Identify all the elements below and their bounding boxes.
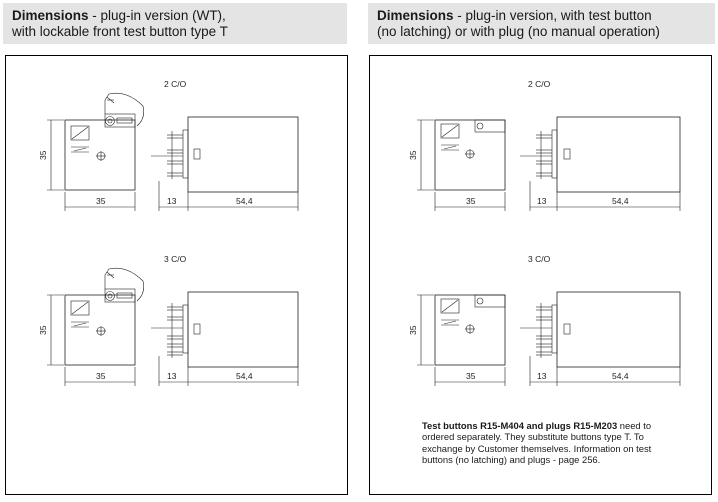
lock-lever-icon bbox=[104, 267, 145, 302]
side-view-body bbox=[556, 116, 681, 193]
side-view-body bbox=[187, 116, 299, 193]
dim-pin: 13 bbox=[167, 371, 177, 381]
ordering-note-rest: need to ordered separately. They substit… bbox=[422, 420, 652, 466]
diagram-3co-left: 3 C/O 35 35 13 bbox=[38, 254, 299, 386]
pins bbox=[520, 131, 552, 179]
header-left-line1: Dimensions - plug-in version (WT), bbox=[12, 8, 338, 24]
front-view-outline bbox=[64, 294, 136, 366]
test-button-housing bbox=[474, 294, 506, 308]
header-left-bold: Dimensions bbox=[12, 8, 89, 23]
header-right-line2: (no latching) or with plug (no manual op… bbox=[377, 24, 660, 39]
header-left-rest: - plug-in version (WT), bbox=[88, 8, 226, 23]
header-right: Dimensions - plug-in version, with test … bbox=[368, 3, 715, 44]
diagram-3co-right: 3 C/O 35 35 13 54,4 bbox=[408, 254, 681, 386]
dim-width: 35 bbox=[96, 371, 106, 381]
dim-pin: 13 bbox=[167, 196, 177, 206]
pins bbox=[151, 303, 183, 358]
dim-pin: 13 bbox=[537, 196, 547, 206]
ordering-note-bold: Test buttons R15-M404 and plugs R15-M203 bbox=[422, 420, 618, 431]
side-view-body bbox=[187, 291, 299, 368]
diagram-title: 3 C/O bbox=[528, 254, 551, 264]
pins bbox=[520, 303, 552, 358]
front-view-outline bbox=[434, 119, 506, 191]
front-view-outline bbox=[64, 119, 136, 191]
dim-height: 35 bbox=[408, 325, 418, 335]
ordering-note: Test buttons R15-M404 and plugs R15-M203… bbox=[422, 420, 672, 466]
pins bbox=[151, 131, 183, 179]
diagram-title: 2 C/O bbox=[528, 79, 551, 89]
label-window bbox=[70, 125, 90, 141]
diagram-title: 2 C/O bbox=[164, 79, 187, 89]
dim-depth: 54,4 bbox=[612, 196, 629, 206]
panel-right: 2 C/O 35 35 13 54,4 bbox=[369, 55, 712, 495]
test-button-housing bbox=[104, 288, 136, 303]
panel-left: 2 C/O 35 bbox=[5, 55, 348, 495]
test-button-housing bbox=[474, 119, 506, 133]
dim-width: 35 bbox=[466, 196, 476, 206]
dim-height: 35 bbox=[408, 150, 418, 160]
diagram-title: 3 C/O bbox=[164, 254, 187, 264]
side-view-body bbox=[556, 291, 681, 368]
header-right-rest: - plug-in version, with test button bbox=[453, 8, 652, 23]
header-right-bold: Dimensions bbox=[377, 8, 454, 23]
front-view-outline bbox=[434, 294, 506, 366]
drawing-left: 2 C/O 35 bbox=[38, 79, 299, 386]
header-right-line1: Dimensions - plug-in version, with test … bbox=[377, 8, 706, 24]
dim-height: 35 bbox=[38, 325, 48, 335]
drawing-right: 2 C/O 35 35 13 54,4 bbox=[408, 79, 681, 386]
dim-pin: 13 bbox=[537, 371, 547, 381]
dim-width: 35 bbox=[466, 371, 476, 381]
test-button-housing bbox=[104, 113, 136, 128]
dim-depth: 54,4 bbox=[612, 371, 629, 381]
dim-depth: 54,4 bbox=[236, 371, 253, 381]
header-left-line2: with lockable front test button type T bbox=[12, 24, 228, 39]
lock-lever-icon bbox=[104, 92, 145, 127]
label-window bbox=[440, 298, 460, 314]
dim-depth: 54,4 bbox=[236, 196, 253, 206]
label-window bbox=[70, 300, 90, 316]
header-left: Dimensions - plug-in version (WT), with … bbox=[3, 3, 347, 44]
label-window bbox=[440, 123, 460, 139]
diagram-2co-left: 2 C/O 35 bbox=[38, 79, 299, 211]
dim-height: 35 bbox=[38, 150, 48, 160]
dim-width: 35 bbox=[96, 196, 106, 206]
diagram-2co-right: 2 C/O 35 35 13 54,4 bbox=[408, 79, 681, 211]
